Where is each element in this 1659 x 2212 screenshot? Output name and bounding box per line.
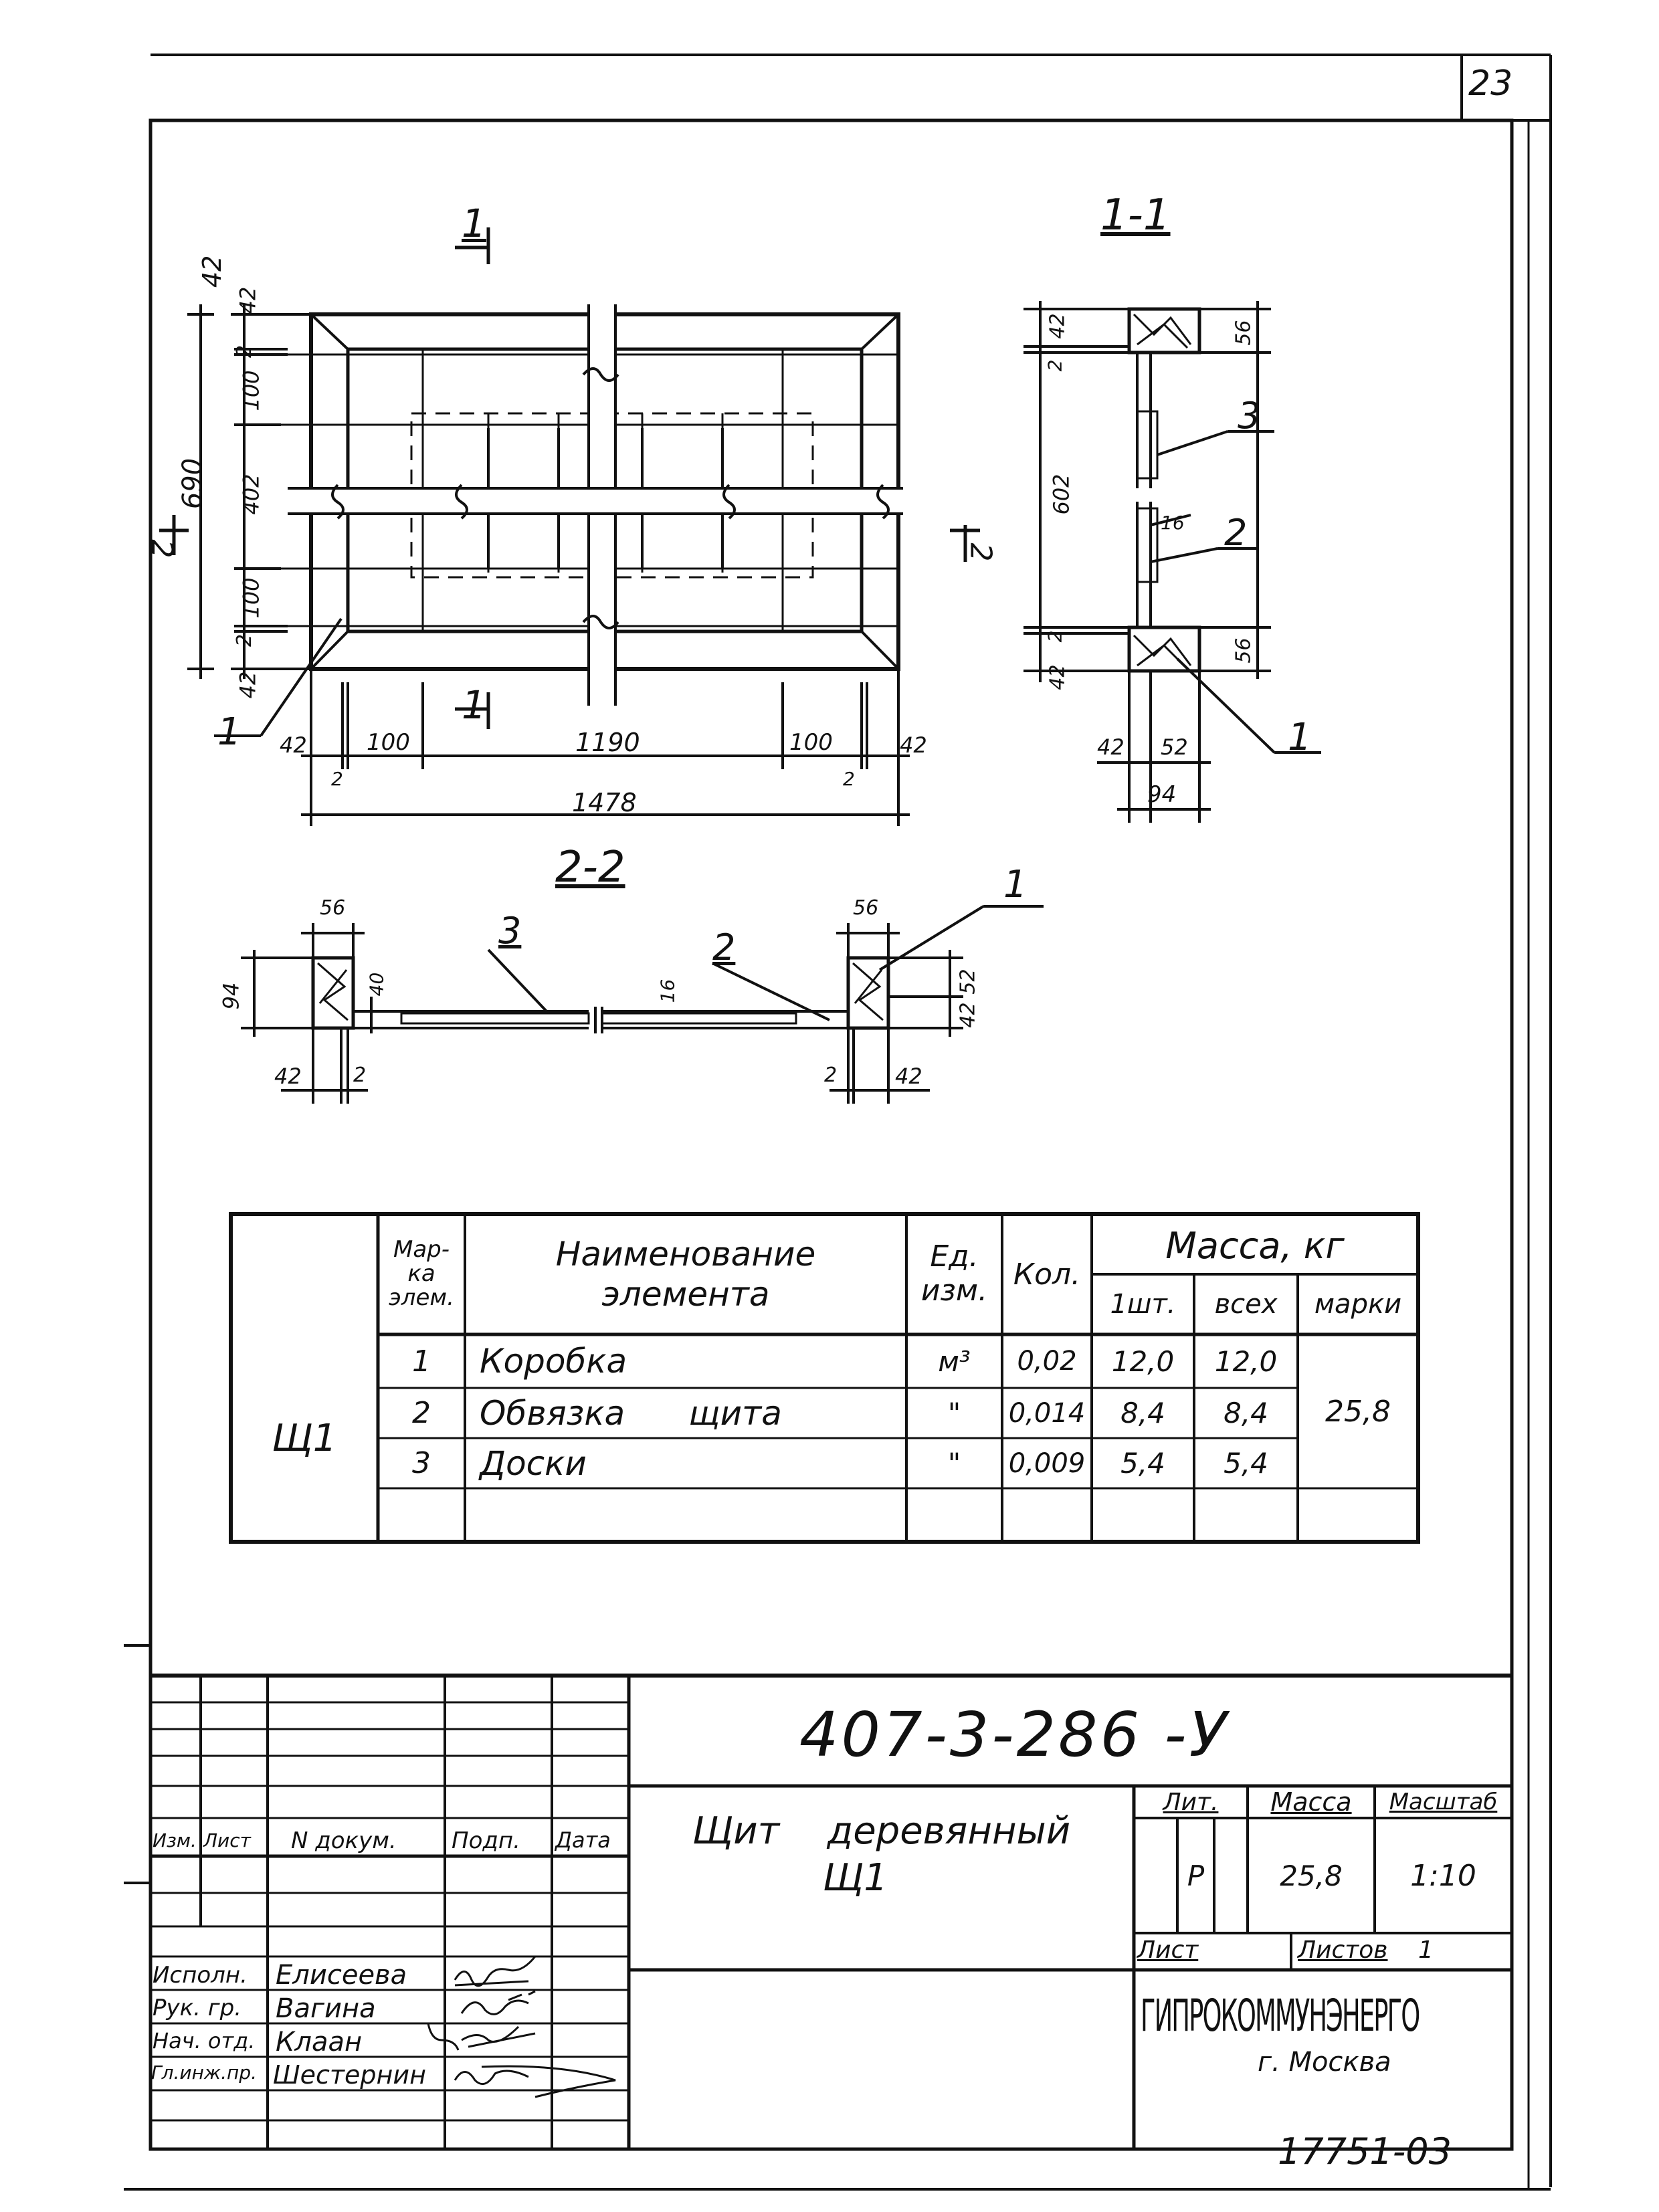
row-name: Коробка <box>480 1342 627 1381</box>
dim-42: 42 <box>197 256 227 288</box>
header-mass-one: 1шт. <box>1110 1289 1176 1320</box>
row-name: Обвязка щита <box>480 1393 782 1433</box>
mass-value: 25,8 <box>1280 1859 1343 1892</box>
callout-label: 1 <box>1288 716 1312 759</box>
row-qty: 0,02 <box>1017 1346 1077 1377</box>
dim-label: 42 <box>900 732 927 758</box>
dim-label: 100 <box>789 729 833 756</box>
section-1-title: 1-1 <box>1100 191 1171 240</box>
title-line-2: Щ1 <box>823 1856 888 1900</box>
signature-image <box>454 1956 536 1987</box>
row-unit: м³ <box>938 1344 971 1378</box>
mass-label: Масса <box>1270 1787 1352 1817</box>
header-mass: Масса, кг <box>1165 1225 1345 1267</box>
dim-label: 16 <box>1161 512 1185 534</box>
dim-label: 94 <box>1147 781 1177 808</box>
lit-label: Лит. <box>1163 1788 1219 1816</box>
header-name: Наименование элемента <box>555 1235 816 1314</box>
row-mark: 1 <box>412 1344 431 1379</box>
cut-mark-top: 1 <box>462 201 486 246</box>
row-qty: 0,014 <box>1008 1397 1086 1429</box>
dim-label: 42 <box>1097 734 1125 760</box>
callout-label: 1 <box>217 710 241 754</box>
signer-name: Вагина <box>276 1993 376 2024</box>
col-header-sign: Подп. <box>452 1827 520 1854</box>
row-unit: " <box>947 1447 961 1480</box>
signer-role: Нач. отд. <box>153 2028 256 2053</box>
signer-role: Исполн. <box>153 1962 248 1989</box>
dim-label: 1478 <box>572 788 637 817</box>
col-header-date: Дата <box>555 1827 611 1853</box>
row-qty: 0,009 <box>1008 1447 1086 1479</box>
row-mass-all: 8,4 <box>1224 1397 1268 1429</box>
header-unit: Ед. изм. <box>920 1239 988 1308</box>
dim-label: 56 <box>320 896 346 920</box>
group-label: Щ1 <box>272 1416 337 1460</box>
dim-label: 2 <box>824 1064 838 1087</box>
signer-role: Гл.инж.пр. <box>151 2062 258 2084</box>
spec-table-grid <box>229 1212 1420 1544</box>
header-mark: Мар- ка элем. <box>389 1236 454 1311</box>
header-mass-brand: марки <box>1314 1289 1402 1320</box>
row-mass-all: 5,4 <box>1224 1447 1268 1480</box>
section-1-1 <box>1023 301 1321 823</box>
dim-label: 2 <box>353 1064 367 1087</box>
dim-label: 42 <box>274 1064 302 1089</box>
scale-label: Масштаб <box>1389 1789 1498 1815</box>
row-mass-one: 8,4 <box>1120 1397 1165 1429</box>
callout-label: 3 <box>1238 395 1261 437</box>
signer-name: Шестернин <box>273 2060 426 2090</box>
brand-mass: 25,8 <box>1325 1394 1391 1429</box>
row-mark: 3 <box>412 1446 431 1480</box>
sheets-label: Листов <box>1298 1936 1388 1964</box>
header-mass-all: всех <box>1214 1289 1278 1320</box>
row-mass-one: 5,4 <box>1120 1447 1165 1480</box>
page-number: 23 <box>1468 64 1513 104</box>
signature-image <box>460 1990 536 2015</box>
inventory-number: 17751-03 <box>1278 2130 1452 2173</box>
signer-name: Клаан <box>276 2027 363 2057</box>
row-mass-all: 12,0 <box>1214 1344 1278 1378</box>
signer-name: Елисеева <box>276 1960 407 1991</box>
dim-label: 42 <box>280 732 307 758</box>
row-unit: " <box>947 1397 961 1429</box>
dim-label: 2 <box>331 768 343 790</box>
col-header-doc: N докум. <box>291 1827 397 1854</box>
dim-label: 52 <box>1161 734 1188 760</box>
callout-label: 2 <box>712 926 736 969</box>
col-header-sheet: Лист <box>203 1829 251 1851</box>
dim-label: 1190 <box>575 728 640 757</box>
callout-label: 3 <box>498 910 522 952</box>
callout-label: 1 <box>1003 863 1028 906</box>
signer-role: Рук. гр. <box>153 1995 242 2021</box>
lit-value: Р <box>1187 1859 1205 1892</box>
row-mass-one: 12,0 <box>1111 1344 1175 1378</box>
document-code: 407-3-286 -У <box>799 1699 1230 1771</box>
scale-value: 1:10 <box>1410 1858 1476 1893</box>
title-line-1: Щит деревянный <box>692 1809 1071 1853</box>
plan-view: 42 <box>159 227 980 826</box>
header-qty: Кол. <box>1013 1257 1081 1292</box>
dim-label: 2 <box>843 768 855 790</box>
cut-mark-bottom: 1 <box>462 682 486 728</box>
col-header-change: Изм. <box>153 1829 197 1851</box>
row-name: Доски <box>480 1443 587 1483</box>
dim-label: 42 <box>895 1064 922 1089</box>
callout-label: 2 <box>1224 512 1248 554</box>
dim-label: 100 <box>367 729 410 756</box>
signature-image <box>427 2023 536 2051</box>
dim-label: 56 <box>853 896 879 920</box>
sheet-label: Лист <box>1137 1936 1199 1964</box>
sheets-value: 1 <box>1418 1936 1434 1964</box>
section-2-title: 2-2 <box>555 843 625 892</box>
row-mark: 2 <box>412 1396 431 1430</box>
section-2-2-drawing <box>241 905 1044 1104</box>
signature-image <box>454 2065 616 2098</box>
organization-city: г. Москва <box>1258 2047 1391 2078</box>
organization-name: ГИПРОКОММУНЭНЕРГО <box>1141 1990 1420 2041</box>
